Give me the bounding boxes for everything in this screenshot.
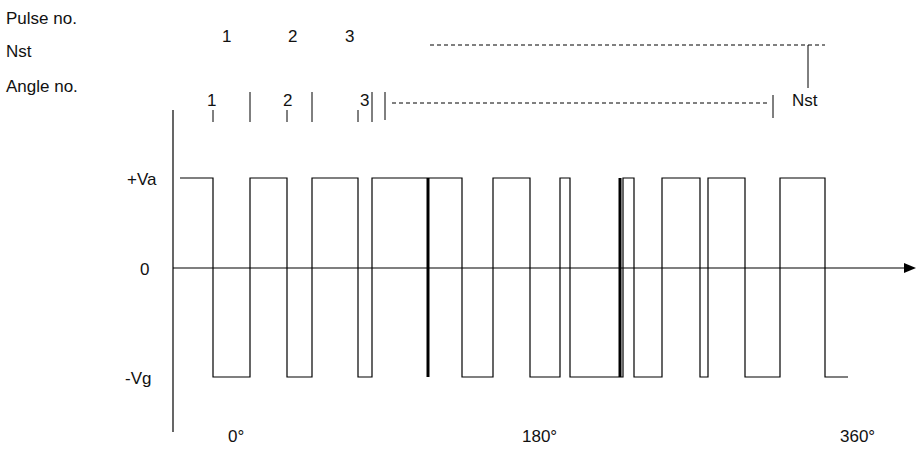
angle-label: 360° bbox=[840, 428, 875, 445]
pulse-number: 3 bbox=[345, 28, 354, 45]
row-title: Angle no. bbox=[6, 78, 78, 95]
angle-tick bbox=[287, 110, 288, 122]
angle-tick bbox=[213, 110, 214, 122]
level-label: -Vg bbox=[125, 370, 151, 387]
axis-arrow bbox=[904, 263, 916, 273]
row-title: Nst bbox=[6, 43, 32, 60]
angle-label: 180° bbox=[522, 428, 557, 445]
pulse-dash-line bbox=[430, 45, 825, 46]
pulse-number: 1 bbox=[222, 28, 231, 45]
quarter-marker bbox=[619, 178, 622, 377]
angle-tick bbox=[372, 92, 373, 122]
angle-number: Nst bbox=[792, 92, 818, 109]
angle-tick bbox=[358, 110, 359, 122]
angle-number: 3 bbox=[360, 92, 369, 109]
row-title: Pulse no. bbox=[6, 10, 77, 27]
pulse-number: 2 bbox=[288, 28, 297, 45]
angle-tick bbox=[250, 92, 251, 122]
y-axis bbox=[172, 110, 173, 432]
quarter-marker bbox=[427, 178, 430, 377]
angle-tick bbox=[773, 95, 774, 118]
x-axis bbox=[173, 267, 908, 268]
angle-tick bbox=[385, 92, 386, 120]
pwm-signal bbox=[180, 178, 848, 377]
pulse-leader bbox=[808, 45, 809, 88]
angle-number: 1 bbox=[207, 92, 216, 109]
angle-number: 2 bbox=[283, 92, 292, 109]
angle-dash-line bbox=[392, 103, 770, 104]
angle-tick bbox=[312, 92, 313, 122]
level-label: +Va bbox=[127, 171, 156, 188]
level-label: 0 bbox=[140, 261, 149, 278]
angle-label: 0° bbox=[228, 428, 244, 445]
